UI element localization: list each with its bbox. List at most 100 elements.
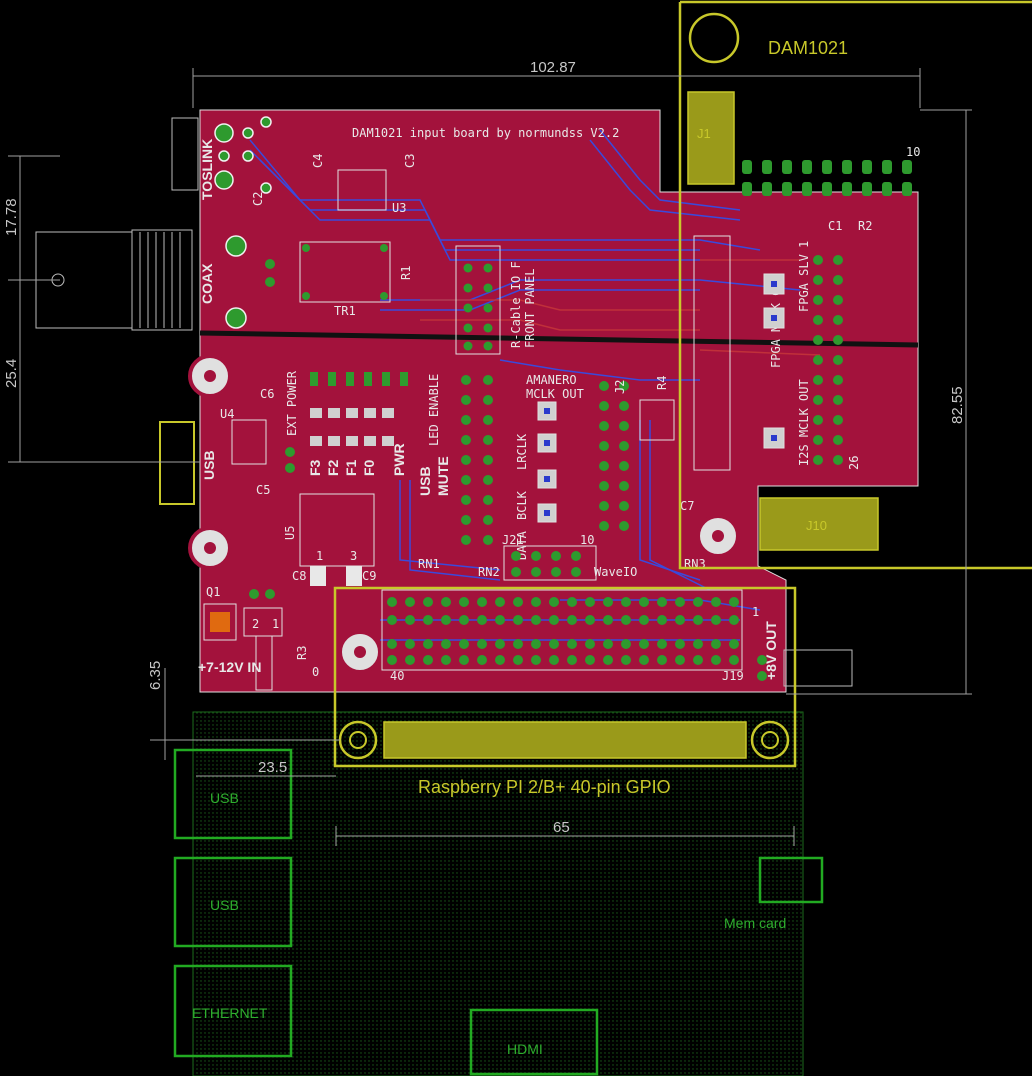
- dim-left-a: 17.78: [3, 198, 20, 236]
- svg-text:C3: C3: [403, 154, 417, 168]
- svg-text:C8: C8: [292, 569, 306, 583]
- svg-text:LRCLK: LRCLK: [515, 433, 529, 470]
- svg-text:BCLK: BCLK: [515, 490, 529, 520]
- svg-text:40: 40: [390, 669, 404, 683]
- board-split-line: [199, 330, 919, 348]
- j21-header: [503, 545, 597, 581]
- svg-text:FPGA SLV: FPGA SLV: [797, 254, 811, 312]
- dim-width-top: 102.87: [530, 59, 576, 76]
- svg-text:USB: USB: [201, 450, 217, 480]
- u5-chip: [299, 493, 375, 567]
- out-8v-connector: [783, 649, 853, 687]
- svg-text:J19: J19: [722, 669, 744, 683]
- svg-text:J1: J1: [697, 126, 711, 141]
- pi-usb-port-2: [173, 856, 293, 948]
- svg-text:1: 1: [316, 549, 323, 563]
- gpio-pins: [387, 597, 739, 665]
- dam1021-label: DAM1021: [768, 38, 848, 58]
- toslink-connector: [171, 117, 199, 191]
- dim-pi-width: 65: [553, 819, 570, 836]
- tr1-transformer: [299, 241, 391, 303]
- pi-usb-label-2: USB: [210, 897, 239, 913]
- svg-text:MCLK OUT: MCLK OUT: [526, 387, 584, 401]
- dam1021-mount-hole: [688, 12, 740, 64]
- board-title: DAM1021 input board by normundss V2.2: [352, 126, 619, 140]
- gpio-header: [381, 589, 743, 671]
- coax-thread: [131, 229, 193, 331]
- svg-text:RN1: RN1: [418, 557, 440, 571]
- svg-text:C4: C4: [311, 154, 325, 168]
- svg-text:U5: U5: [283, 526, 297, 540]
- svg-text:TR1: TR1: [334, 304, 356, 318]
- front-panel-header: [455, 245, 501, 355]
- pi-ethernet-label: ETHERNET: [192, 1005, 268, 1021]
- u3-chip: [337, 169, 387, 211]
- svg-text:3: 3: [350, 549, 357, 563]
- svg-text:0: 0: [312, 665, 319, 679]
- svg-text:AMANERO: AMANERO: [526, 373, 577, 387]
- out-8v-label: +8V OUT: [763, 621, 779, 680]
- svg-text:C6: C6: [260, 387, 274, 401]
- pi-ethernet-port: [173, 964, 293, 1058]
- svg-text:F0: F0: [361, 459, 377, 476]
- svg-text:1: 1: [272, 617, 279, 631]
- dim-height-right: 82.55: [949, 386, 966, 424]
- rpi-gpio-overlay: [333, 586, 797, 768]
- svg-text:F1: F1: [343, 459, 359, 476]
- pi-hdmi-port: [469, 1008, 599, 1076]
- pi-hdmi-label: HDMI: [507, 1041, 543, 1057]
- svg-text:R4: R4: [655, 376, 669, 390]
- svg-text:26: 26: [847, 456, 861, 470]
- svg-text:C2: C2: [251, 192, 265, 206]
- svg-text:FRONT PANEL: FRONT PANEL: [523, 269, 537, 348]
- power-in-label: +7-12V IN: [198, 659, 261, 675]
- svg-text:J2: J2: [613, 380, 627, 394]
- svg-text:PWR: PWR: [391, 443, 407, 476]
- pi-memcard-label: Mem card: [724, 915, 786, 931]
- svg-text:10: 10: [580, 533, 594, 547]
- pi-usb-port-1: [173, 748, 293, 840]
- svg-text:F3: F3: [307, 459, 323, 476]
- svg-text:U4: U4: [220, 407, 234, 421]
- svg-text:EXT POWER: EXT POWER: [285, 370, 299, 436]
- dam1021-outline: [678, 0, 1032, 570]
- rpi-gpio-connector: [383, 721, 747, 759]
- j1-connector: [687, 91, 735, 185]
- dimension-lines: [8, 68, 972, 846]
- u4-regulator: [231, 419, 267, 465]
- svg-text:1: 1: [797, 241, 811, 248]
- svg-text:USB: USB: [417, 466, 433, 496]
- svg-text:RN2: RN2: [478, 565, 500, 579]
- fpga-header: [693, 235, 731, 471]
- svg-text:Q1: Q1: [206, 585, 220, 599]
- svg-text:R1: R1: [399, 266, 413, 280]
- pi-memcard-slot: [758, 856, 824, 904]
- dim-left-c: 6.35: [147, 661, 164, 690]
- pcb-board: [199, 109, 919, 693]
- pi-usb-label-1: USB: [210, 790, 239, 806]
- svg-text:J21: J21: [502, 533, 524, 547]
- dim-left-b: 25.4: [3, 359, 20, 388]
- svg-text:J10: J10: [806, 518, 827, 533]
- svg-text:2: 2: [252, 617, 259, 631]
- svg-text:F2: F2: [325, 459, 341, 476]
- coax-label: COAX: [199, 263, 215, 304]
- q1-mosfet: [203, 603, 237, 641]
- svg-text:C5: C5: [256, 483, 270, 497]
- svg-text:WaveIO: WaveIO: [594, 565, 637, 579]
- svg-text:R3: R3: [295, 646, 309, 660]
- j10-connector: [759, 497, 879, 551]
- svg-text:I2S MCLK OUT: I2S MCLK OUT: [797, 379, 811, 466]
- toslink-label: TOSLINK: [199, 139, 215, 200]
- svg-text:1: 1: [752, 605, 759, 619]
- svg-text:U3: U3: [392, 201, 406, 215]
- svg-text:C1: C1: [828, 219, 842, 233]
- svg-text:MUTE: MUTE: [435, 456, 451, 496]
- raspberry-pi-outline: [192, 711, 804, 1076]
- svg-text:R-Cable IO F: R-Cable IO F: [509, 261, 523, 348]
- svg-text:C7: C7: [680, 499, 694, 513]
- u2-chip: [639, 399, 675, 441]
- svg-text:LED ENABLE: LED ENABLE: [427, 374, 441, 446]
- usb-bracket: [159, 421, 195, 505]
